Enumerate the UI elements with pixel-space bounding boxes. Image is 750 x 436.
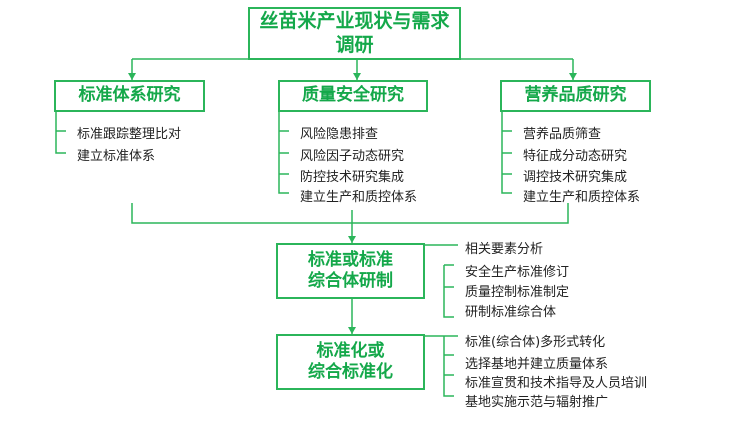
list-item: 建立生产和质控体系 (300, 190, 418, 205)
list-item: 相关要素分析 (465, 242, 544, 257)
list-item: 调控技术研究集成 (523, 170, 628, 185)
list-item: 防控技术研究集成 (300, 170, 405, 185)
list-item: 特征成分动态研究 (523, 149, 628, 164)
list-item: 标准宣贯和技术指导及人员培训 (465, 376, 648, 391)
list-item: 选择基地并建立质量体系 (465, 357, 609, 372)
root-box: 丝苗米产业现状与需求 调研 (248, 7, 461, 60)
stage3-box: 标准化或 综合标准化 (276, 334, 425, 390)
stage3-title-line1: 标准化或 (316, 340, 385, 361)
branch-box-quality-safety: 质量安全研究 (278, 80, 428, 112)
stage3-title-line2: 综合标准化 (308, 362, 393, 382)
branch-title: 标准体系研究 (78, 85, 181, 106)
root-title-line2: 调研 (335, 33, 374, 56)
list-item: 研制标准综合体 (465, 305, 557, 320)
stage2-title-line1: 标准或标准 (308, 249, 393, 270)
list-item: 建立生产和质控体系 (523, 190, 641, 205)
list-item: 建立标准体系 (77, 149, 156, 164)
list-item: 安全生产标准修订 (465, 265, 570, 280)
list-item: 基地实施示范与辐射推广 (465, 395, 609, 410)
branch-title: 营养品质研究 (524, 85, 627, 106)
stage2-box: 标准或标准 综合体研制 (276, 243, 425, 299)
root-title-line1: 丝苗米产业现状与需求 (259, 9, 450, 32)
branch-box-standard-system: 标准体系研究 (54, 80, 205, 112)
list-item: 质量控制标准制定 (465, 285, 570, 300)
list-item: 标准(综合体)多形式转化 (465, 335, 606, 350)
branch-title: 质量安全研究 (302, 85, 404, 106)
branch-box-nutrition-quality: 营养品质研究 (500, 80, 651, 112)
list-item: 风险隐患排查 (300, 127, 379, 142)
list-item: 营养品质筛查 (523, 127, 602, 142)
list-item: 标准跟踪整理比对 (77, 127, 182, 142)
stage2-title-line2: 综合体研制 (308, 271, 393, 291)
list-item: 风险因子动态研究 (300, 149, 405, 164)
